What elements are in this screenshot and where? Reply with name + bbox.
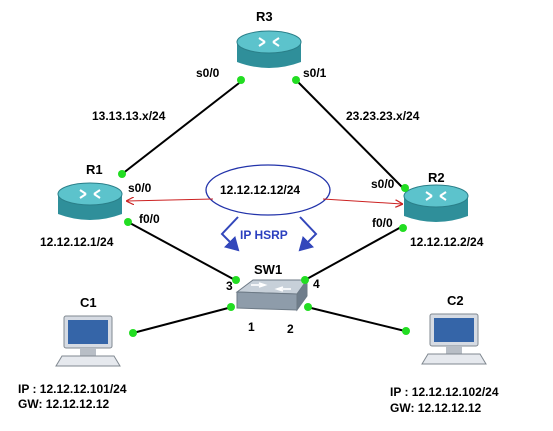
host-c1-gw: GW: 12.12.12.12 bbox=[18, 397, 109, 411]
hsrp-bracket-icon bbox=[220, 216, 318, 252]
r2-ip: 12.12.12.2/24 bbox=[410, 235, 484, 249]
router-r3-label: R3 bbox=[256, 9, 273, 24]
link-r2-r3 bbox=[295, 79, 404, 189]
links bbox=[121, 79, 406, 334]
switch-arrows-icon bbox=[251, 282, 291, 292]
router-r2-label: R2 bbox=[428, 170, 445, 185]
host-c1-ip: IP : 12.12.12.101/24 bbox=[18, 382, 127, 396]
port-dot-sw1-1 bbox=[227, 303, 235, 311]
router-r1[interactable] bbox=[57, 182, 123, 220]
router-r2[interactable] bbox=[403, 184, 469, 222]
port-dot-r1-f00 bbox=[124, 218, 132, 226]
r1-ip: 12.12.12.1/24 bbox=[40, 235, 114, 249]
hsrp-virtual-ip: 12.12.12.12/24 bbox=[220, 183, 300, 197]
port-dot-sw1-4 bbox=[301, 276, 309, 284]
r2-port-f00: f0/0 bbox=[372, 216, 393, 230]
host-c2-ip: IP : 12.12.12.102/24 bbox=[390, 385, 499, 399]
link-r2-sw1 bbox=[304, 225, 404, 281]
sw1-port-2: 2 bbox=[287, 322, 294, 336]
port-dot-r2-s00 bbox=[401, 184, 409, 192]
r2-port-s00: s0/0 bbox=[371, 177, 395, 191]
link-c1-sw1 bbox=[132, 306, 233, 334]
switch-sw1-label: SW1 bbox=[254, 262, 282, 277]
link-r2-r3-subnet: 23.23.23.x/24 bbox=[346, 109, 420, 123]
sw1-port-1: 1 bbox=[248, 320, 255, 334]
port-dot-r3-s00 bbox=[237, 76, 245, 84]
link-c2-sw1 bbox=[306, 306, 406, 332]
router-r3[interactable] bbox=[236, 30, 302, 68]
port-dot-r3-s01 bbox=[292, 76, 300, 84]
switch-sw1[interactable] bbox=[235, 278, 308, 312]
link-r1-r3 bbox=[121, 79, 244, 175]
router-arrows-icon bbox=[258, 37, 280, 47]
port-dot-c1 bbox=[129, 329, 137, 337]
sw1-port-3: 3 bbox=[226, 279, 233, 293]
router-arrows-icon bbox=[425, 191, 447, 201]
port-dot-sw1-2 bbox=[304, 303, 312, 311]
r3-port-s00: s0/0 bbox=[196, 66, 220, 80]
host-c1-label: C1 bbox=[80, 295, 97, 310]
hsrp-arrow-right bbox=[322, 198, 402, 204]
r1-port-f00: f0/0 bbox=[139, 212, 160, 226]
router-arrows-icon bbox=[79, 189, 101, 199]
router-r1-label: R1 bbox=[86, 162, 103, 177]
link-r1-r3-subnet: 13.13.13.x/24 bbox=[92, 109, 166, 123]
port-dot-c2 bbox=[402, 327, 410, 335]
port-status-dots bbox=[118, 76, 410, 337]
sw1-port-4: 4 bbox=[313, 277, 320, 291]
host-c2[interactable] bbox=[421, 313, 487, 365]
port-dot-r1-s00 bbox=[118, 170, 126, 178]
host-c2-label: C2 bbox=[447, 293, 464, 308]
port-dot-sw1-3 bbox=[232, 276, 240, 284]
link-r1-sw1 bbox=[127, 221, 236, 281]
hsrp-arrow-left bbox=[127, 199, 214, 201]
r3-port-s01: s0/1 bbox=[303, 66, 327, 80]
hsrp-ellipse bbox=[205, 164, 331, 216]
host-c2-gw: GW: 12.12.12.12 bbox=[390, 401, 481, 415]
hsrp-label: IP HSRP bbox=[240, 228, 288, 242]
port-dot-r2-f00 bbox=[399, 224, 407, 232]
r1-port-s00: s0/0 bbox=[128, 181, 152, 195]
host-c1[interactable] bbox=[55, 315, 121, 367]
